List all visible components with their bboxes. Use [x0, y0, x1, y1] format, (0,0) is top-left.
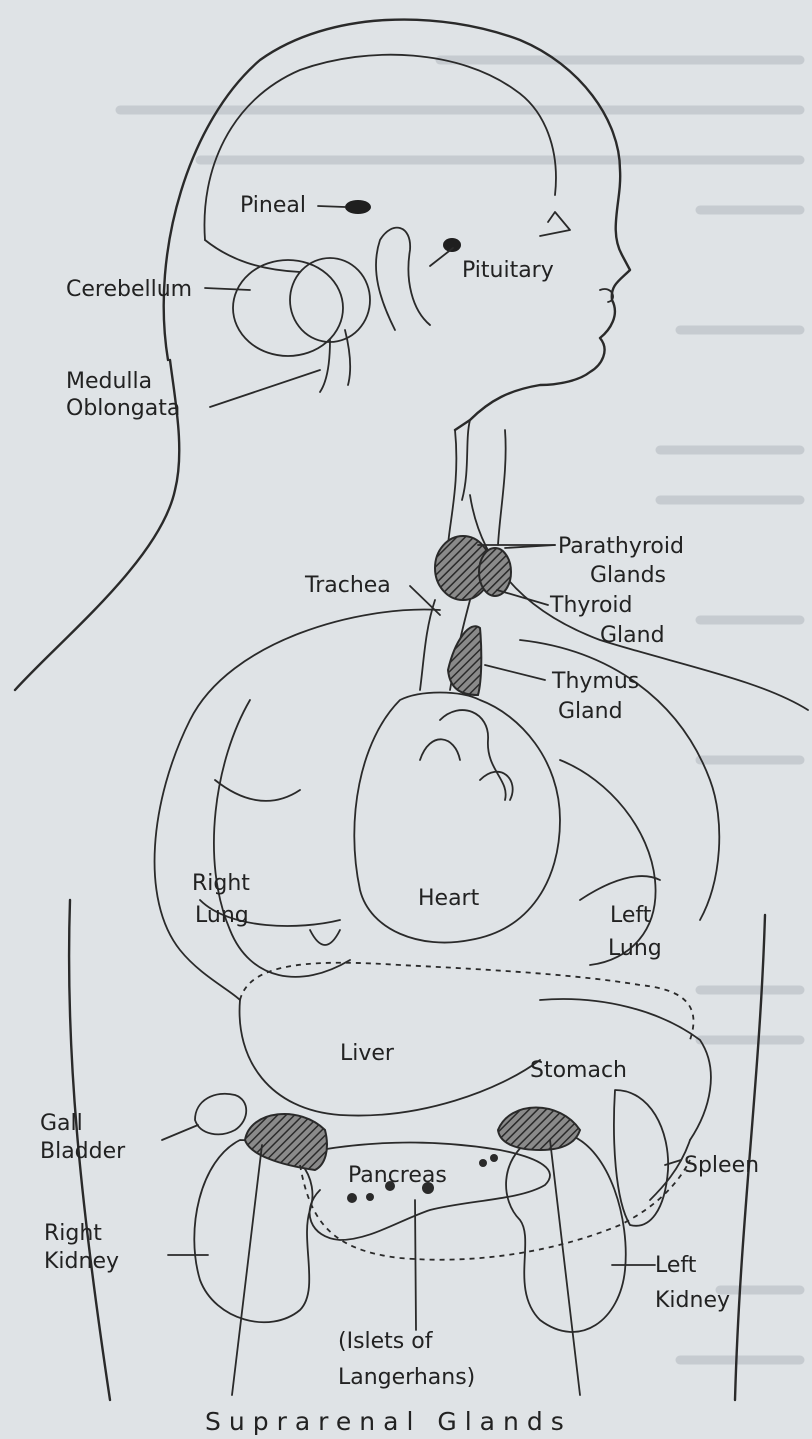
neck-and-trachea [420, 430, 511, 695]
label-gall-line2: Bladder [40, 1139, 126, 1164]
leader-lines [162, 206, 681, 1395]
label-suprarenal-glands: Suprarenal Glands [205, 1407, 572, 1436]
pineal-gland-shape [345, 200, 371, 214]
label-thymus-line1: Thymus [551, 669, 639, 694]
label-left-kidney-line2: Kidney [655, 1288, 730, 1313]
label-thymus-line2: Gland [558, 699, 623, 724]
label-islets-line1: (Islets of [338, 1329, 434, 1354]
label-parathyroid-line1: Parathyroid [558, 534, 684, 559]
label-liver: Liver [340, 1041, 395, 1066]
label-pituitary: Pituitary [462, 258, 554, 283]
lungs [200, 700, 660, 977]
gall-bladder-shape [195, 1094, 246, 1135]
label-medulla-line1: Medulla [66, 369, 152, 394]
head-outline [15, 20, 808, 710]
label-trachea: Trachea [304, 573, 391, 598]
label-pancreas: Pancreas [348, 1163, 447, 1188]
label-gall-line1: Gall [40, 1111, 83, 1136]
label-right-lung-line1: Right [192, 871, 250, 896]
spleen-shape [614, 1090, 668, 1226]
left-kidney-shape [506, 1133, 626, 1332]
label-parathyroid-line2: Glands [590, 563, 666, 588]
label-cerebellum: Cerebellum [66, 277, 192, 302]
label-left-kidney-line1: Left [655, 1253, 697, 1278]
label-right-kidney-line2: Kidney [44, 1249, 119, 1274]
label-pineal: Pineal [240, 193, 306, 218]
label-left-lung-line2: Lung [608, 936, 662, 961]
label-stomach: Stomach [530, 1058, 627, 1083]
label-right-lung-line2: Lung [195, 903, 249, 928]
label-left-lung-line1: Left [610, 903, 652, 928]
label-heart: Heart [418, 886, 480, 911]
label-right-kidney-line1: Right [44, 1221, 102, 1246]
label-islets-line2: Langerhans) [338, 1365, 475, 1390]
label-spleen: Spleen [684, 1153, 759, 1178]
label-thyroid-line2: Gland [600, 623, 665, 648]
label-thyroid-line1: Thyroid [549, 593, 633, 618]
label-medulla-line2: Oblongata [66, 396, 180, 421]
torso-outline [69, 610, 765, 1400]
thymus-gland-shape [448, 626, 481, 695]
